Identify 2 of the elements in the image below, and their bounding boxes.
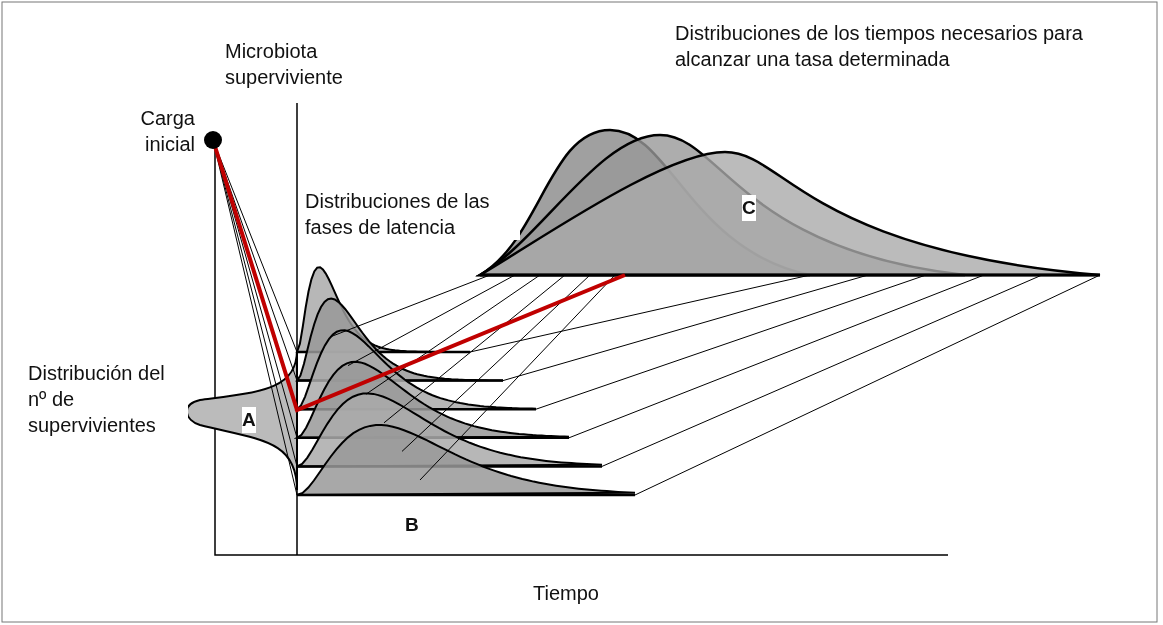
curve-label: A [242,407,256,433]
curve-label: C [742,195,756,221]
